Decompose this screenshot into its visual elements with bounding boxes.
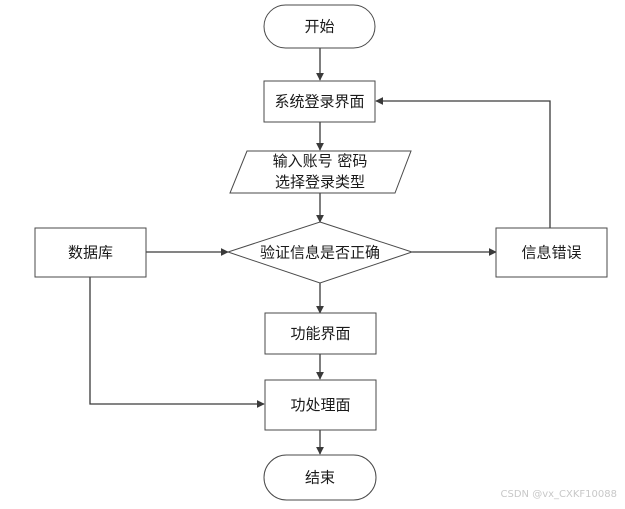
node-login-ui: 系统登录界面 bbox=[263, 80, 376, 123]
start-terminal-shape bbox=[263, 4, 376, 49]
node-process-ui: 功处理面 bbox=[264, 379, 377, 431]
node-function-ui: 功能界面 bbox=[264, 312, 377, 355]
input-label-line1: 输入账号 密码 bbox=[273, 152, 368, 170]
input-label-line2: 选择登录类型 bbox=[275, 173, 365, 191]
node-end: 结束 bbox=[263, 454, 377, 501]
process-ui-process-shape bbox=[264, 379, 377, 431]
function-ui-label: 功能界面 bbox=[290, 325, 350, 343]
edges bbox=[89, 48, 551, 455]
login-ui-process-shape bbox=[263, 80, 376, 123]
info-error-process-shape bbox=[495, 227, 608, 278]
database-label: 数据库 bbox=[68, 244, 113, 262]
edge-database-to-process bbox=[89, 277, 265, 408]
verify-label: 验证信息是否正确 bbox=[260, 244, 380, 262]
start-label: 开始 bbox=[304, 18, 334, 36]
end-label: 结束 bbox=[305, 469, 335, 487]
watermark-text: CSDN @vx_CXKF10088 bbox=[501, 489, 617, 500]
node-verify: 验证信息是否正确 bbox=[226, 221, 414, 284]
node-info-error: 信息错误 bbox=[495, 227, 608, 278]
database-process-shape bbox=[34, 227, 147, 278]
input-data-shape bbox=[229, 150, 412, 194]
end-terminal-shape bbox=[263, 454, 377, 501]
edge-info-error-to-login bbox=[375, 97, 551, 228]
node-input: 输入账号 密码 选择登录类型 bbox=[229, 150, 412, 194]
node-start: 开始 bbox=[263, 4, 376, 49]
node-database: 数据库 bbox=[34, 227, 147, 278]
verify-decision-shape bbox=[226, 221, 414, 284]
info-error-label: 信息错误 bbox=[521, 244, 581, 262]
function-ui-process-shape bbox=[264, 312, 377, 355]
login-ui-label: 系统登录界面 bbox=[274, 93, 364, 111]
process-ui-label: 功处理面 bbox=[290, 396, 350, 414]
